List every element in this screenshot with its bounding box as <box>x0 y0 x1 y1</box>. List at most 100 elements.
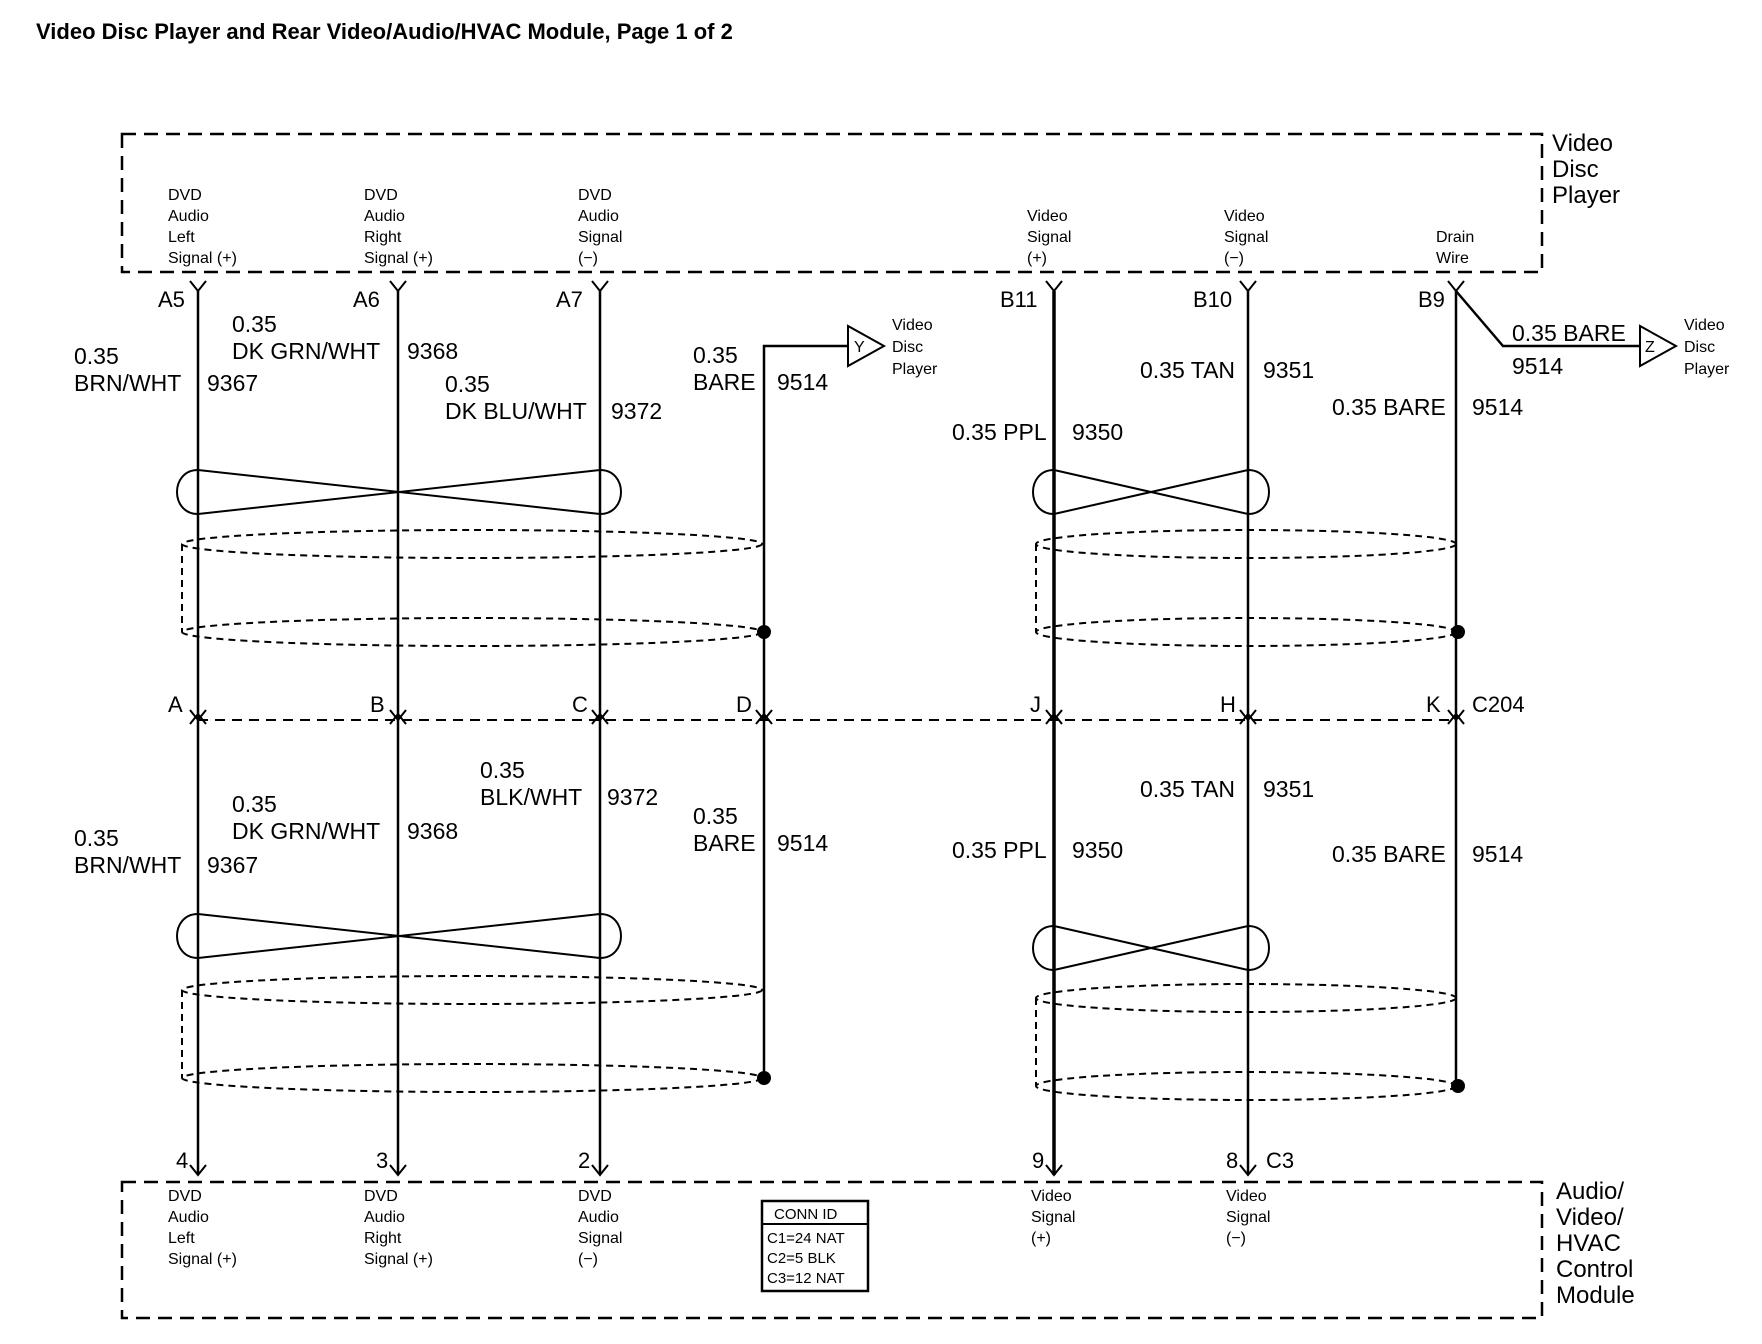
wire-drain-branch-z <box>1455 290 1640 348</box>
bottom-terminal-marks <box>189 1164 1257 1177</box>
terminal-b10: B10 <box>1193 287 1232 312</box>
svg-text:0.35 PPL: 0.35 PPL <box>952 837 1047 863</box>
top-terminal-marks <box>189 280 1465 293</box>
svg-text:0.35: 0.35 <box>74 825 119 851</box>
svg-text:DK BLU/WHT: DK BLU/WHT <box>445 398 587 424</box>
c204-pin-c: C <box>572 692 588 717</box>
upper-shield-left <box>181 529 763 647</box>
ref-z-text: Video Disc Player <box>1684 317 1730 378</box>
conn-id-row: C2=5 BLK <box>767 1250 836 1267</box>
svg-text:BRN/WHT: BRN/WHT <box>74 852 181 878</box>
ref-z-letter: Z <box>1645 339 1655 356</box>
bottom-pin-label-audio-left: DVD Audio Left Signal (+) <box>168 1188 237 1268</box>
video-disc-player-module <box>120 132 1544 274</box>
upper-twist-left <box>176 469 622 515</box>
svg-text:0.35: 0.35 <box>693 342 738 368</box>
svg-text:9350: 9350 <box>1072 419 1123 445</box>
top-pin-label-drain: Drain Wire <box>1436 229 1479 267</box>
svg-text:9514: 9514 <box>1512 353 1563 379</box>
svg-text:DK GRN/WHT: DK GRN/WHT <box>232 818 380 844</box>
svg-text:9514: 9514 <box>1472 841 1523 867</box>
reference-arrows <box>847 324 1679 368</box>
top-pin-label-video-neg: Video Signal (−) <box>1224 208 1273 267</box>
terminal-3: 3 <box>376 1148 388 1173</box>
wires <box>196 290 1640 1175</box>
bottom-pin-label-video-pos: Video Signal (+) <box>1031 1188 1080 1247</box>
ref-z-triangle <box>1639 324 1679 368</box>
svg-text:9514: 9514 <box>777 830 828 856</box>
svg-text:9351: 9351 <box>1263 776 1314 802</box>
audio-video-hvac-module <box>120 1180 1544 1320</box>
top-pin-label-video-pos: Video Signal (+) <box>1027 208 1076 267</box>
c204-pin-d: D <box>736 692 752 717</box>
top-pin-label-audio-neg: DVD Audio Signal (−) <box>578 187 627 267</box>
c204-connector-label: C204 <box>1472 692 1525 717</box>
svg-text:9372: 9372 <box>607 784 658 810</box>
svg-text:9514: 9514 <box>777 369 828 395</box>
upper-shield-right <box>1035 529 1457 647</box>
lower-shield-left <box>181 975 763 1093</box>
shield-splice-dot <box>1451 625 1465 639</box>
svg-text:0.35 BARE: 0.35 BARE <box>1332 394 1446 420</box>
c204-pin-h: H <box>1220 692 1236 717</box>
svg-text:9350: 9350 <box>1072 837 1123 863</box>
svg-text:9367: 9367 <box>207 370 258 396</box>
svg-text:9367: 9367 <box>207 852 258 878</box>
svg-text:0.35: 0.35 <box>232 311 277 337</box>
top-pin-label-audio-left: DVD Audio Left Signal (+) <box>168 187 237 267</box>
top-pin-label-audio-right: DVD Audio Right Signal (+) <box>364 187 433 267</box>
c204-pin-k: K <box>1426 692 1441 717</box>
page-title: Video Disc Player and Rear Video/Audio/H… <box>36 19 733 44</box>
svg-text:0.35: 0.35 <box>445 371 490 397</box>
shield-splice-dot <box>757 625 771 639</box>
bottom-pin-label-video-neg: Video Signal (−) <box>1226 1188 1275 1247</box>
terminal-4: 4 <box>176 1148 188 1173</box>
svg-text:9368: 9368 <box>407 818 458 844</box>
upper-wire-labels: 0.35 BRN/WHT 9367 0.35 DK GRN/WHT 9368 0… <box>74 311 1626 445</box>
video-disc-player-name: Video Disc Player <box>1552 130 1620 209</box>
conn-id-title: CONN ID <box>774 1206 838 1223</box>
lower-shield-right <box>1035 983 1457 1101</box>
svg-text:0.35 BARE: 0.35 BARE <box>1332 841 1446 867</box>
bottom-pin-label-audio-neg: DVD Audio Signal (−) <box>578 1188 627 1268</box>
wire-bare-branch-y <box>762 344 848 348</box>
shield-splice-dot <box>757 1071 771 1085</box>
svg-text:9372: 9372 <box>611 398 662 424</box>
svg-text:0.35 BARE: 0.35 BARE <box>1512 320 1626 346</box>
c204-pin-a: A <box>168 692 183 717</box>
lower-twist-left <box>176 913 622 959</box>
conn-id-table: CONN ID C1=24 NAT C2=5 BLK C3=12 NAT <box>760 1199 870 1293</box>
svg-text:BARE: BARE <box>693 369 756 395</box>
shield-splice-dot <box>1451 1079 1465 1093</box>
svg-text:0.35 TAN: 0.35 TAN <box>1140 776 1235 802</box>
ref-y-triangle <box>847 324 887 368</box>
terminal-b9: B9 <box>1418 287 1445 312</box>
terminal-9: 9 <box>1032 1148 1044 1173</box>
svg-text:BLK/WHT: BLK/WHT <box>480 784 582 810</box>
lower-wire-labels: 0.35 BRN/WHT 9367 0.35 DK GRN/WHT 9368 0… <box>74 757 1523 878</box>
upper-twist-right <box>1032 469 1270 515</box>
svg-text:0.35: 0.35 <box>693 803 738 829</box>
audio-video-hvac-module-name: Audio/ Video/ HVAC Control Module <box>1556 1178 1640 1309</box>
lower-twist-right <box>1032 925 1270 971</box>
svg-text:0.35: 0.35 <box>232 791 277 817</box>
conn-id-row: C3=12 NAT <box>767 1270 845 1287</box>
svg-text:0.35: 0.35 <box>480 757 525 783</box>
terminal-b11: B11 <box>1000 287 1038 312</box>
ref-y-letter: Y <box>854 339 865 356</box>
c204-pin-marks <box>189 709 1465 725</box>
c204-pin-j: J <box>1030 692 1041 717</box>
connector-c3-label: C3 <box>1266 1148 1294 1173</box>
terminal-a7: A7 <box>556 287 583 312</box>
svg-text:BRN/WHT: BRN/WHT <box>74 370 181 396</box>
terminal-a6: A6 <box>353 287 380 312</box>
terminal-8: 8 <box>1226 1148 1238 1173</box>
svg-text:9514: 9514 <box>1472 394 1523 420</box>
svg-text:0.35: 0.35 <box>74 343 119 369</box>
c204-pin-b: B <box>370 692 385 717</box>
ref-y-text: Video Disc Player <box>892 317 938 378</box>
conn-id-row: C1=24 NAT <box>767 1230 845 1247</box>
terminal-2: 2 <box>578 1148 590 1173</box>
terminal-a5: A5 <box>158 287 185 312</box>
